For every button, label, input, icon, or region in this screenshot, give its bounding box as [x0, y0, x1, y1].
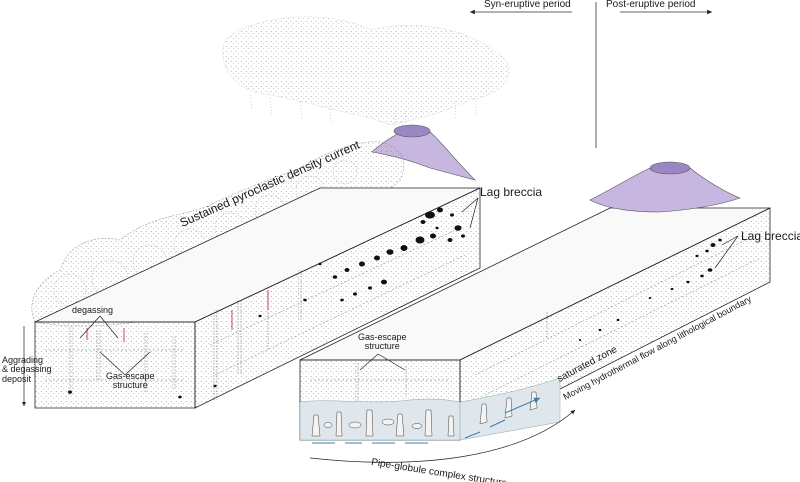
gas-escape-right-line-2: structure [364, 341, 400, 352]
syn-eruptive-label: Syn-eruptive period [484, 0, 571, 10]
degassing-label: degassing [72, 305, 114, 315]
right-block [299, 207, 771, 444]
aggrading-line-1: Aggrading [2, 355, 44, 365]
syn-volcano [371, 124, 477, 181]
right-gas-pipes [355, 312, 549, 402]
gas-escape-left-label: Gas-escape structure [106, 371, 155, 391]
gas-escape-left-line-1: Gas-escape [106, 371, 155, 381]
gas-escape-right-line-1: Gas-escape [358, 332, 407, 342]
post-eruptive-label: Post-eruptive period [606, 0, 696, 10]
post-volcano [589, 161, 741, 213]
left-lag-breccia-clasts [68, 207, 465, 399]
gas-escape-right-label: Gas-escape structure [358, 332, 407, 352]
left-block [34, 187, 481, 409]
right-lag-breccia-clasts [578, 238, 722, 341]
eruption-plume [222, 16, 510, 131]
lag-breccia-left-label: Lag breccia [480, 185, 543, 199]
aggrading-label: Aggrading & degassing deposit [2, 355, 52, 384]
lag-breccia-right-label: Lag breccia [741, 229, 800, 243]
left-gas-pipes [69, 270, 302, 400]
leader-lines [21, 197, 739, 463]
aggrading-line-3: deposit [2, 373, 32, 384]
gas-escape-left-line-2: structure [112, 380, 148, 391]
aggrading-line-2: & degassing [2, 364, 52, 375]
